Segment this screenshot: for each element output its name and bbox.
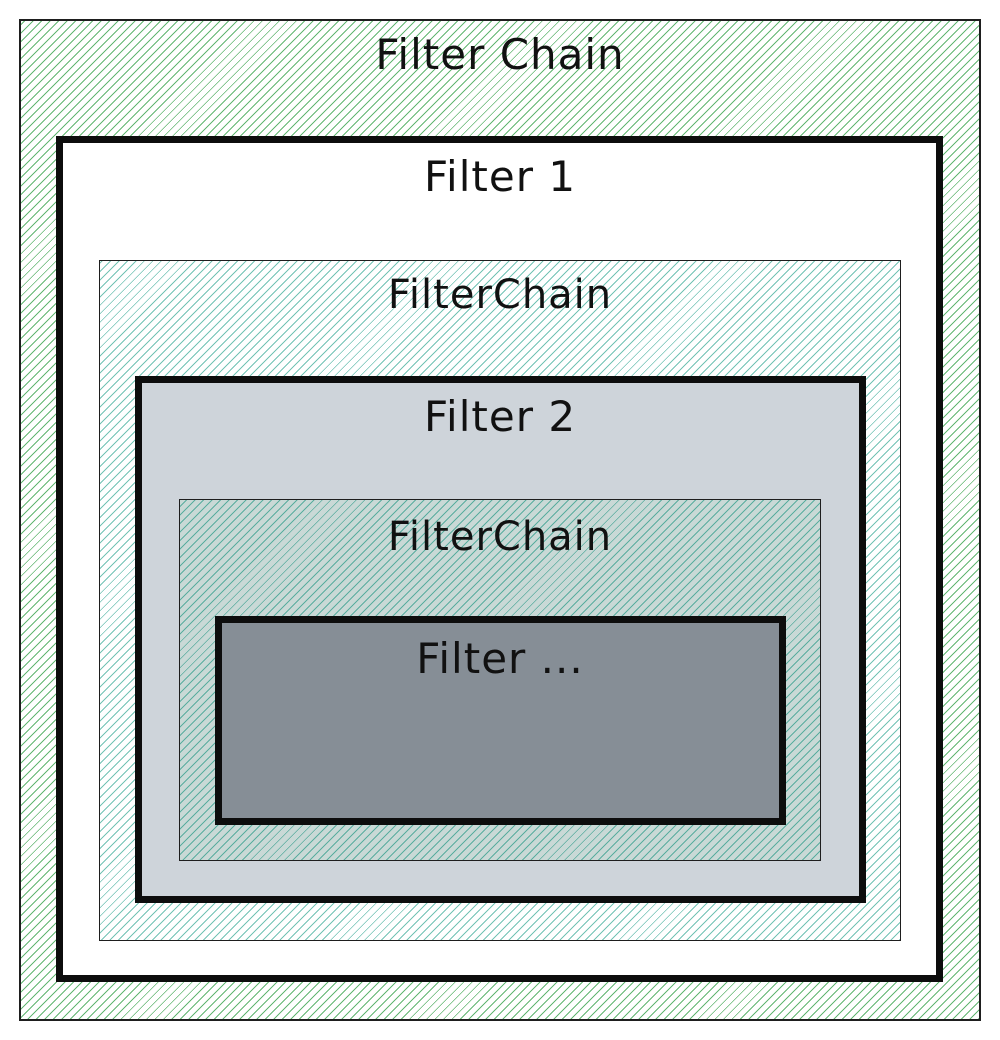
filter-n-box <box>215 616 786 825</box>
filter-chain-middle-label: FilterChain <box>387 272 613 318</box>
filter-chain-outer-label: Filter Chain <box>375 30 625 79</box>
filter-chain-inner-label: FilterChain <box>387 514 613 560</box>
filter-1-label: Filter 1 <box>423 152 577 201</box>
filter-2-label: Filter 2 <box>423 392 577 441</box>
filter-n-label: Filter ... <box>416 634 584 683</box>
